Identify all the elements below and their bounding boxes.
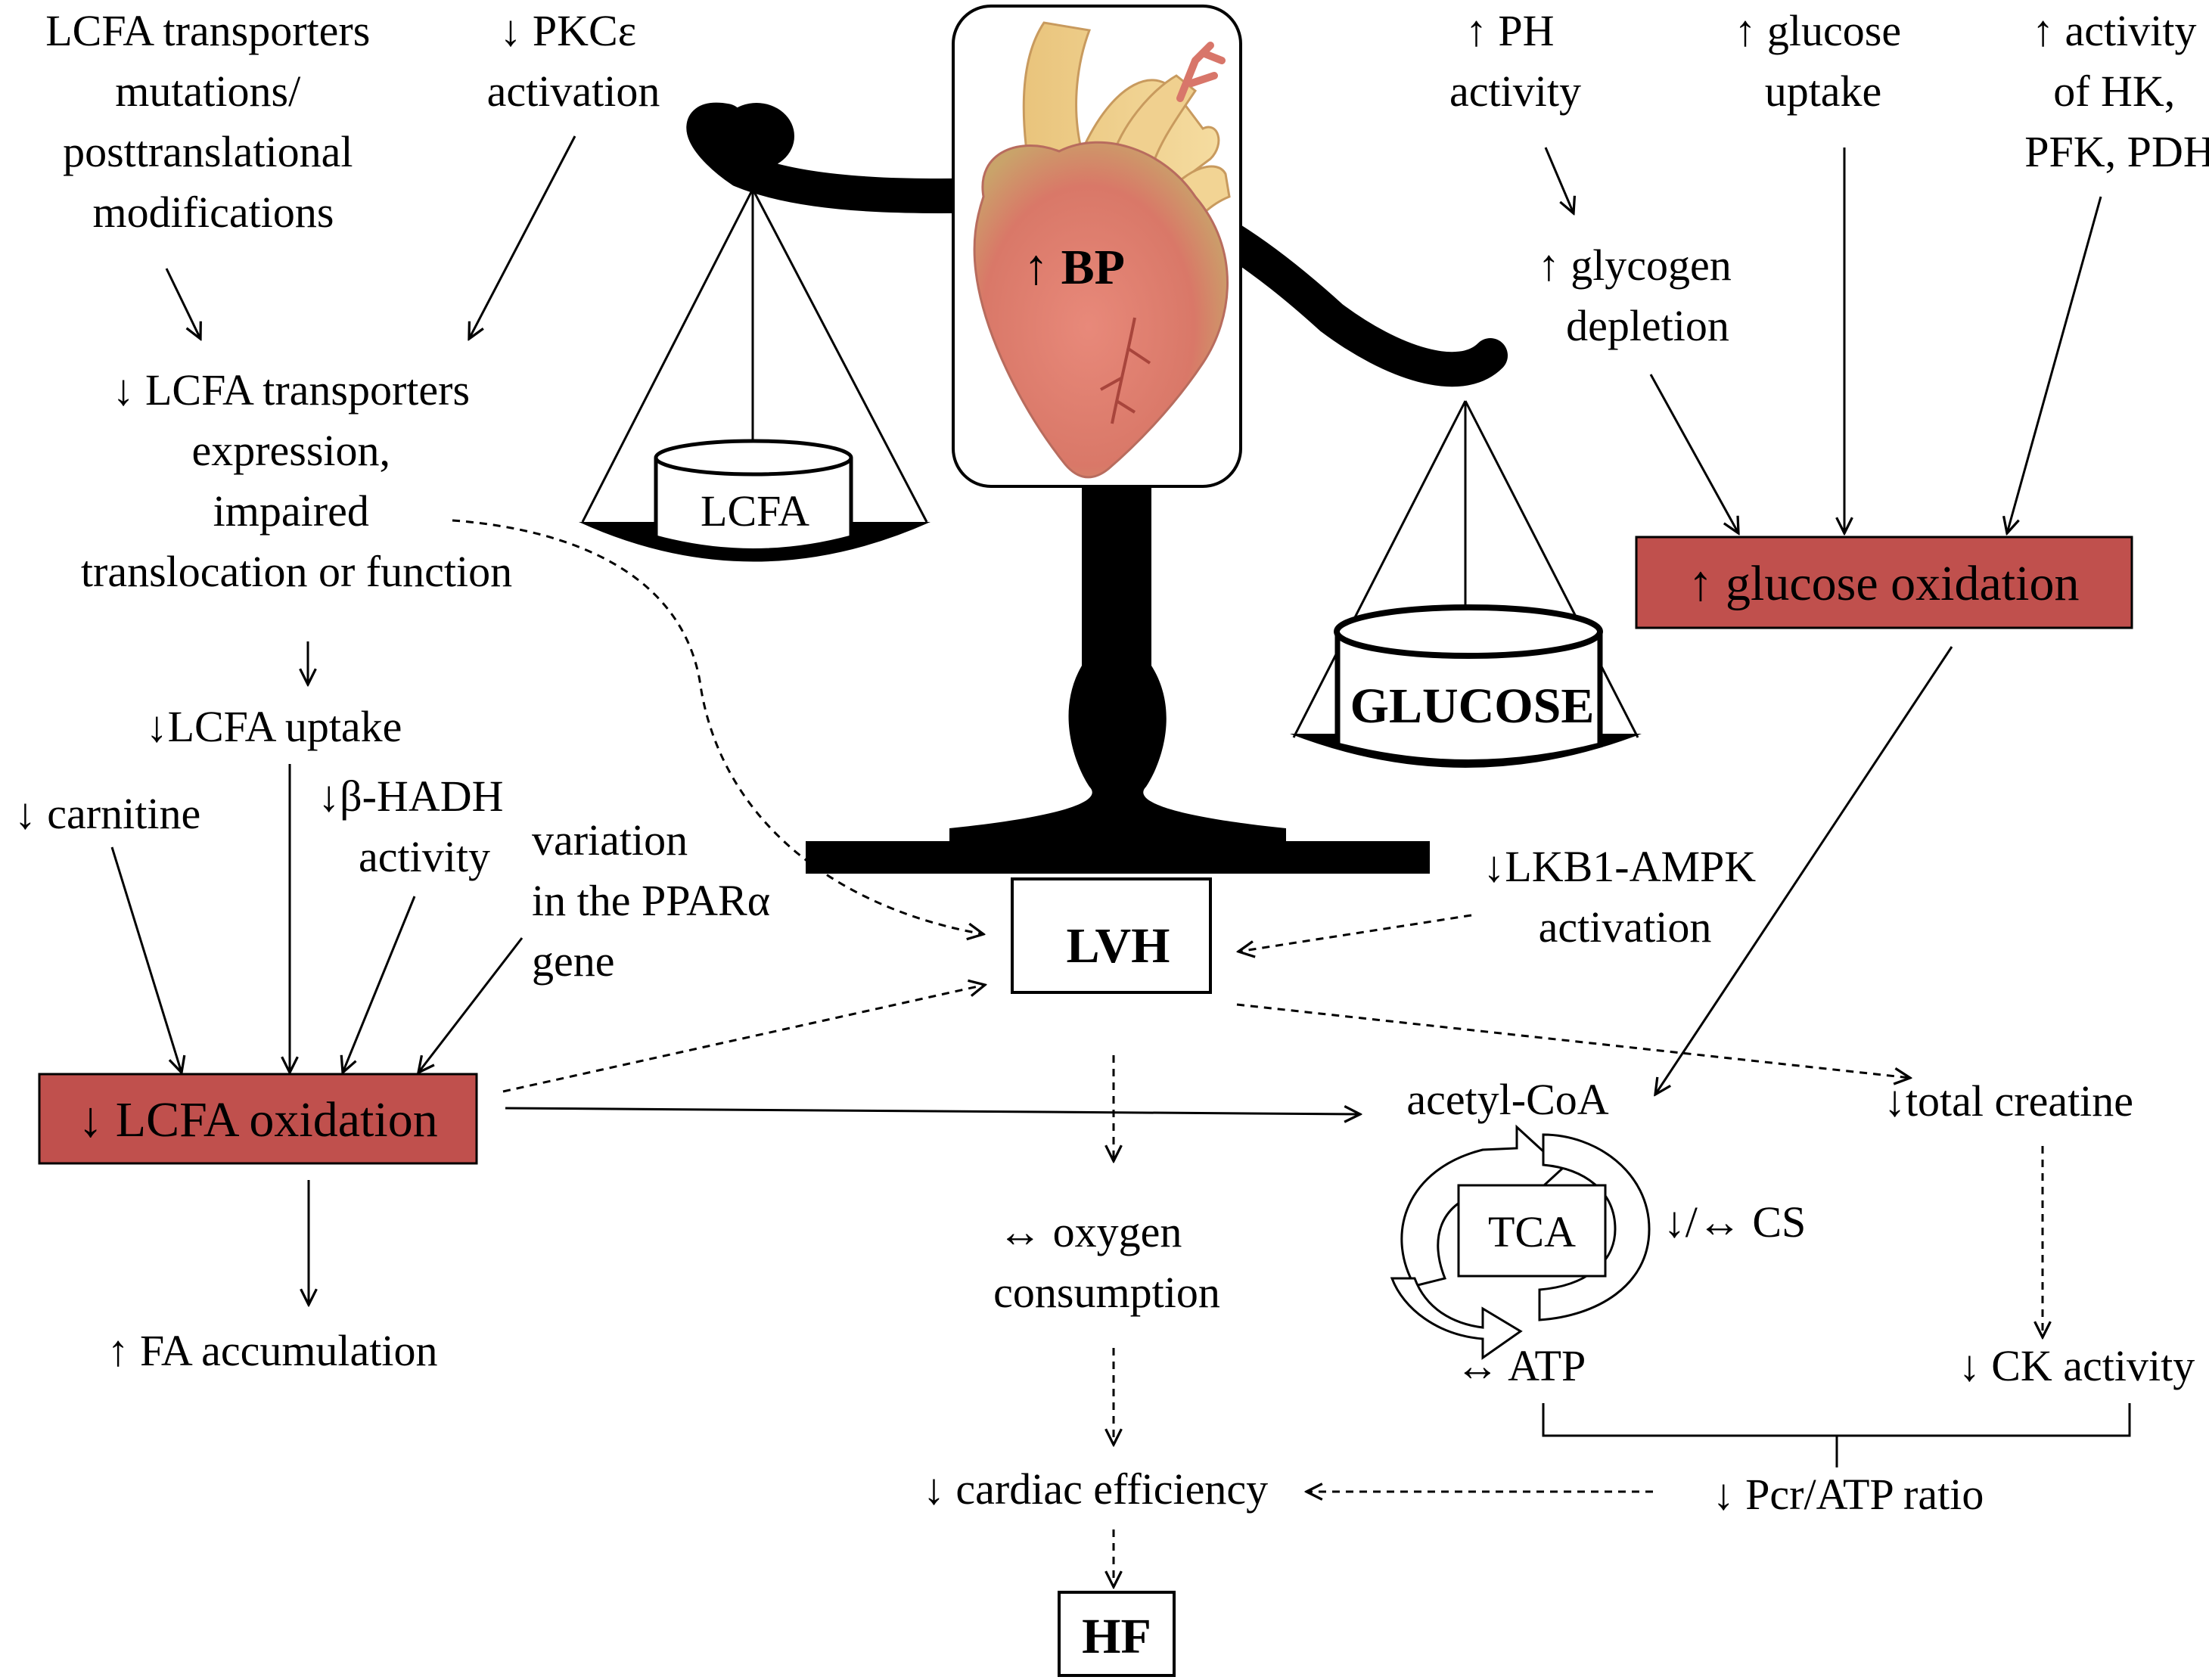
hf-label: HF bbox=[1082, 1609, 1151, 1664]
dashed-arrow-transporters-to-lvh bbox=[452, 519, 983, 934]
right-pan-string bbox=[1464, 400, 1639, 738]
balance-scale: LCFA GLUCOSE bbox=[579, 102, 1642, 874]
pcr-atp-ratio-label: ↓ Pcr/ATP ratio bbox=[1713, 1470, 1984, 1519]
scale-beam-left-knob bbox=[719, 103, 794, 169]
glucose-oxidation-label: ↑ glucose oxidation bbox=[1689, 556, 2080, 611]
fa-accumulation-label: ↑ FA accumulation bbox=[107, 1326, 437, 1375]
tca-cycle: TCA bbox=[1390, 1124, 1651, 1360]
glucose-pan-label: GLUCOSE bbox=[1350, 679, 1595, 734]
oxygen-consumption-label: ↔ oxygen consumption bbox=[993, 1207, 1220, 1317]
dashed-arrow-oxidation-to-lvh bbox=[502, 985, 985, 1093]
dashed-arrow-ampk-to-lvh bbox=[1238, 914, 1472, 952]
heart-body bbox=[973, 141, 1229, 479]
ampk-label: ↓LKB1-AMPK activation bbox=[1483, 842, 1766, 952]
lcfa-pan-label: LCFA bbox=[701, 486, 809, 536]
left-pan-string bbox=[581, 188, 754, 523]
hadh-label: ↓β-HADH activity bbox=[318, 772, 514, 881]
small-branches bbox=[1176, 42, 1226, 102]
glucose-container-lid bbox=[1334, 604, 1603, 659]
ppar-label: variation in the PPARα gene bbox=[532, 815, 781, 986]
glucose-container bbox=[1334, 632, 1603, 765]
ph-activity-label: ↑ PH activity bbox=[1449, 6, 1581, 116]
lvh-box bbox=[1011, 877, 1212, 994]
arrow-glucose-oxidation-to-acetylcoa bbox=[1655, 646, 1953, 1095]
lcfa-oxidation-box bbox=[38, 1073, 478, 1165]
lcfa-oxidation-label: ↓ LCFA oxidation bbox=[78, 1092, 437, 1147]
coronary-vessel bbox=[1100, 317, 1151, 424]
tca-right-arrow bbox=[1538, 1133, 1651, 1321]
hf-box bbox=[1058, 1591, 1176, 1677]
bp-label: ↑ BP bbox=[1024, 240, 1125, 295]
tca-lower-arrow bbox=[1390, 1277, 1523, 1360]
arrow-hadh-to-oxidation bbox=[343, 896, 416, 1073]
tca-label: TCA bbox=[1488, 1207, 1576, 1256]
atp-label: ↔ ATP bbox=[1456, 1341, 1586, 1390]
ck-activity-label: ↓ CK activity bbox=[1959, 1341, 2195, 1390]
arrow-glycogen-to-glucose-oxidation bbox=[1649, 374, 1738, 533]
arrow-carnitine-to-oxidation bbox=[110, 846, 182, 1073]
carnitine-label: ↓ carnitine bbox=[14, 789, 200, 838]
tca-upper-arrow bbox=[1400, 1124, 1564, 1287]
glucose-uptake-label: ↑ glucose uptake bbox=[1734, 6, 1912, 116]
lcfa-container-lid bbox=[654, 439, 853, 477]
scale-column bbox=[1082, 484, 1151, 673]
glucose-oxidation-box bbox=[1635, 536, 2133, 629]
arrow-oxidation-to-acetylcoa bbox=[505, 1108, 1360, 1114]
cs-label: ↓/↔ CS bbox=[1664, 1197, 1807, 1247]
lvh-label: LVH bbox=[1067, 918, 1170, 974]
glycogen-depletion-label: ↑ glycogen depletion bbox=[1538, 241, 1743, 350]
acetyl-coa-label: acetyl-CoA bbox=[1406, 1075, 1608, 1124]
hk-pfk-pdh-label: ↑ activity of HK, PFK, PDH bbox=[2024, 6, 2209, 176]
lcfa-mutations-label: LCFA transporters mutations/ posttransla… bbox=[45, 6, 381, 237]
lcfa-transporters-label: ↓ LCFA transporters expression, impaired… bbox=[81, 365, 512, 596]
left-pan-string bbox=[751, 188, 928, 523]
cardiac-efficiency-label: ↓ cardiac efficiency bbox=[923, 1464, 1268, 1514]
arrow-ph-to-glycogen bbox=[1544, 147, 1574, 213]
center-pathway: ↓LKB1-AMPK activation LVH acetyl-CoA ↓to… bbox=[452, 519, 2195, 1677]
pkc-label: ↓ PKCε activation bbox=[487, 6, 660, 116]
right-branch: ↑ PH activity ↑ glucose uptake ↑ activit… bbox=[1449, 6, 2209, 1095]
heart-illustration: ↑ BP bbox=[952, 5, 1242, 488]
arrow-pkc-to-transporters bbox=[469, 135, 576, 339]
lcfa-container bbox=[654, 458, 853, 552]
right-pan-string bbox=[1292, 400, 1467, 738]
arrow-mutations-to-transporters bbox=[165, 268, 200, 339]
dashed-arrow-lvh-to-creatine bbox=[1236, 1003, 1910, 1078]
tca-box bbox=[1457, 1184, 1607, 1278]
total-creatine-label: ↓total creatine bbox=[1884, 1076, 2133, 1126]
scale-base-plate bbox=[806, 841, 1430, 874]
lcfa-uptake-label: ↓LCFA uptake bbox=[146, 702, 402, 751]
left-branch: LCFA transporters mutations/ posttransla… bbox=[14, 6, 781, 1375]
arrow-ppar-to-oxidation bbox=[418, 937, 524, 1073]
arrow-enzymes-to-glucose-oxidation bbox=[2007, 196, 2102, 533]
atp-ck-bracket bbox=[1542, 1403, 2131, 1467]
scale-column-base bbox=[949, 666, 1286, 840]
